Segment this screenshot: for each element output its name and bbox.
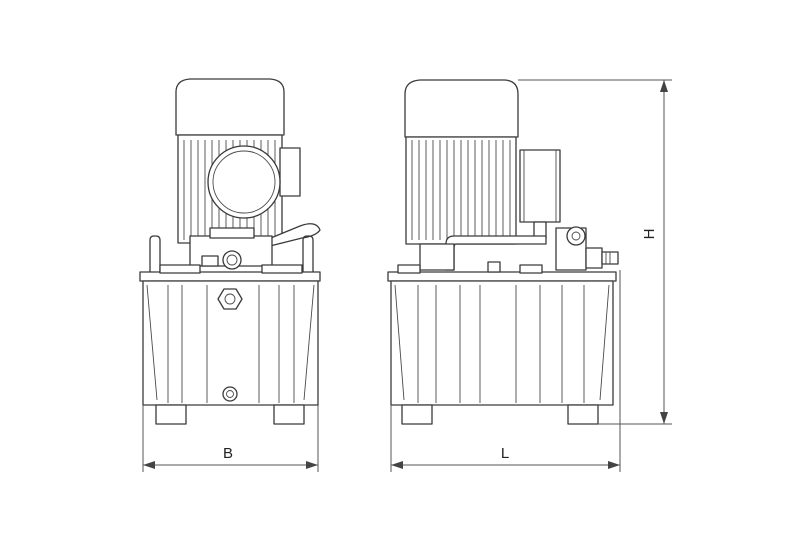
front-handle-lever	[265, 223, 321, 247]
front-top-plate	[139, 264, 321, 282]
side-pipe-bracket	[419, 235, 547, 271]
front-tank	[142, 280, 319, 406]
side-feet	[401, 404, 599, 425]
side-motor-fins	[411, 140, 511, 240]
front-motor-cap	[175, 78, 285, 136]
front-lift-handles	[149, 235, 314, 273]
side-motor-cap	[404, 79, 519, 138]
front-valve-block	[189, 227, 273, 270]
front-view	[139, 78, 321, 425]
side-pressure-gauge	[519, 149, 561, 239]
dimension-b: B	[142, 405, 319, 472]
side-view	[387, 79, 619, 425]
front-terminal-box	[279, 147, 301, 197]
front-motor-end-plate	[207, 145, 281, 219]
side-motor-body	[405, 136, 517, 245]
dimension-h-label: H	[641, 229, 658, 240]
dimension-l: L	[390, 270, 621, 472]
side-valve-block	[555, 226, 619, 271]
dimension-b-label: B	[223, 445, 233, 462]
side-top-plate	[387, 261, 617, 282]
front-feet	[155, 404, 305, 425]
dimension-h: H	[518, 79, 672, 425]
dimension-l-label: L	[501, 445, 509, 462]
side-tank	[390, 280, 614, 406]
